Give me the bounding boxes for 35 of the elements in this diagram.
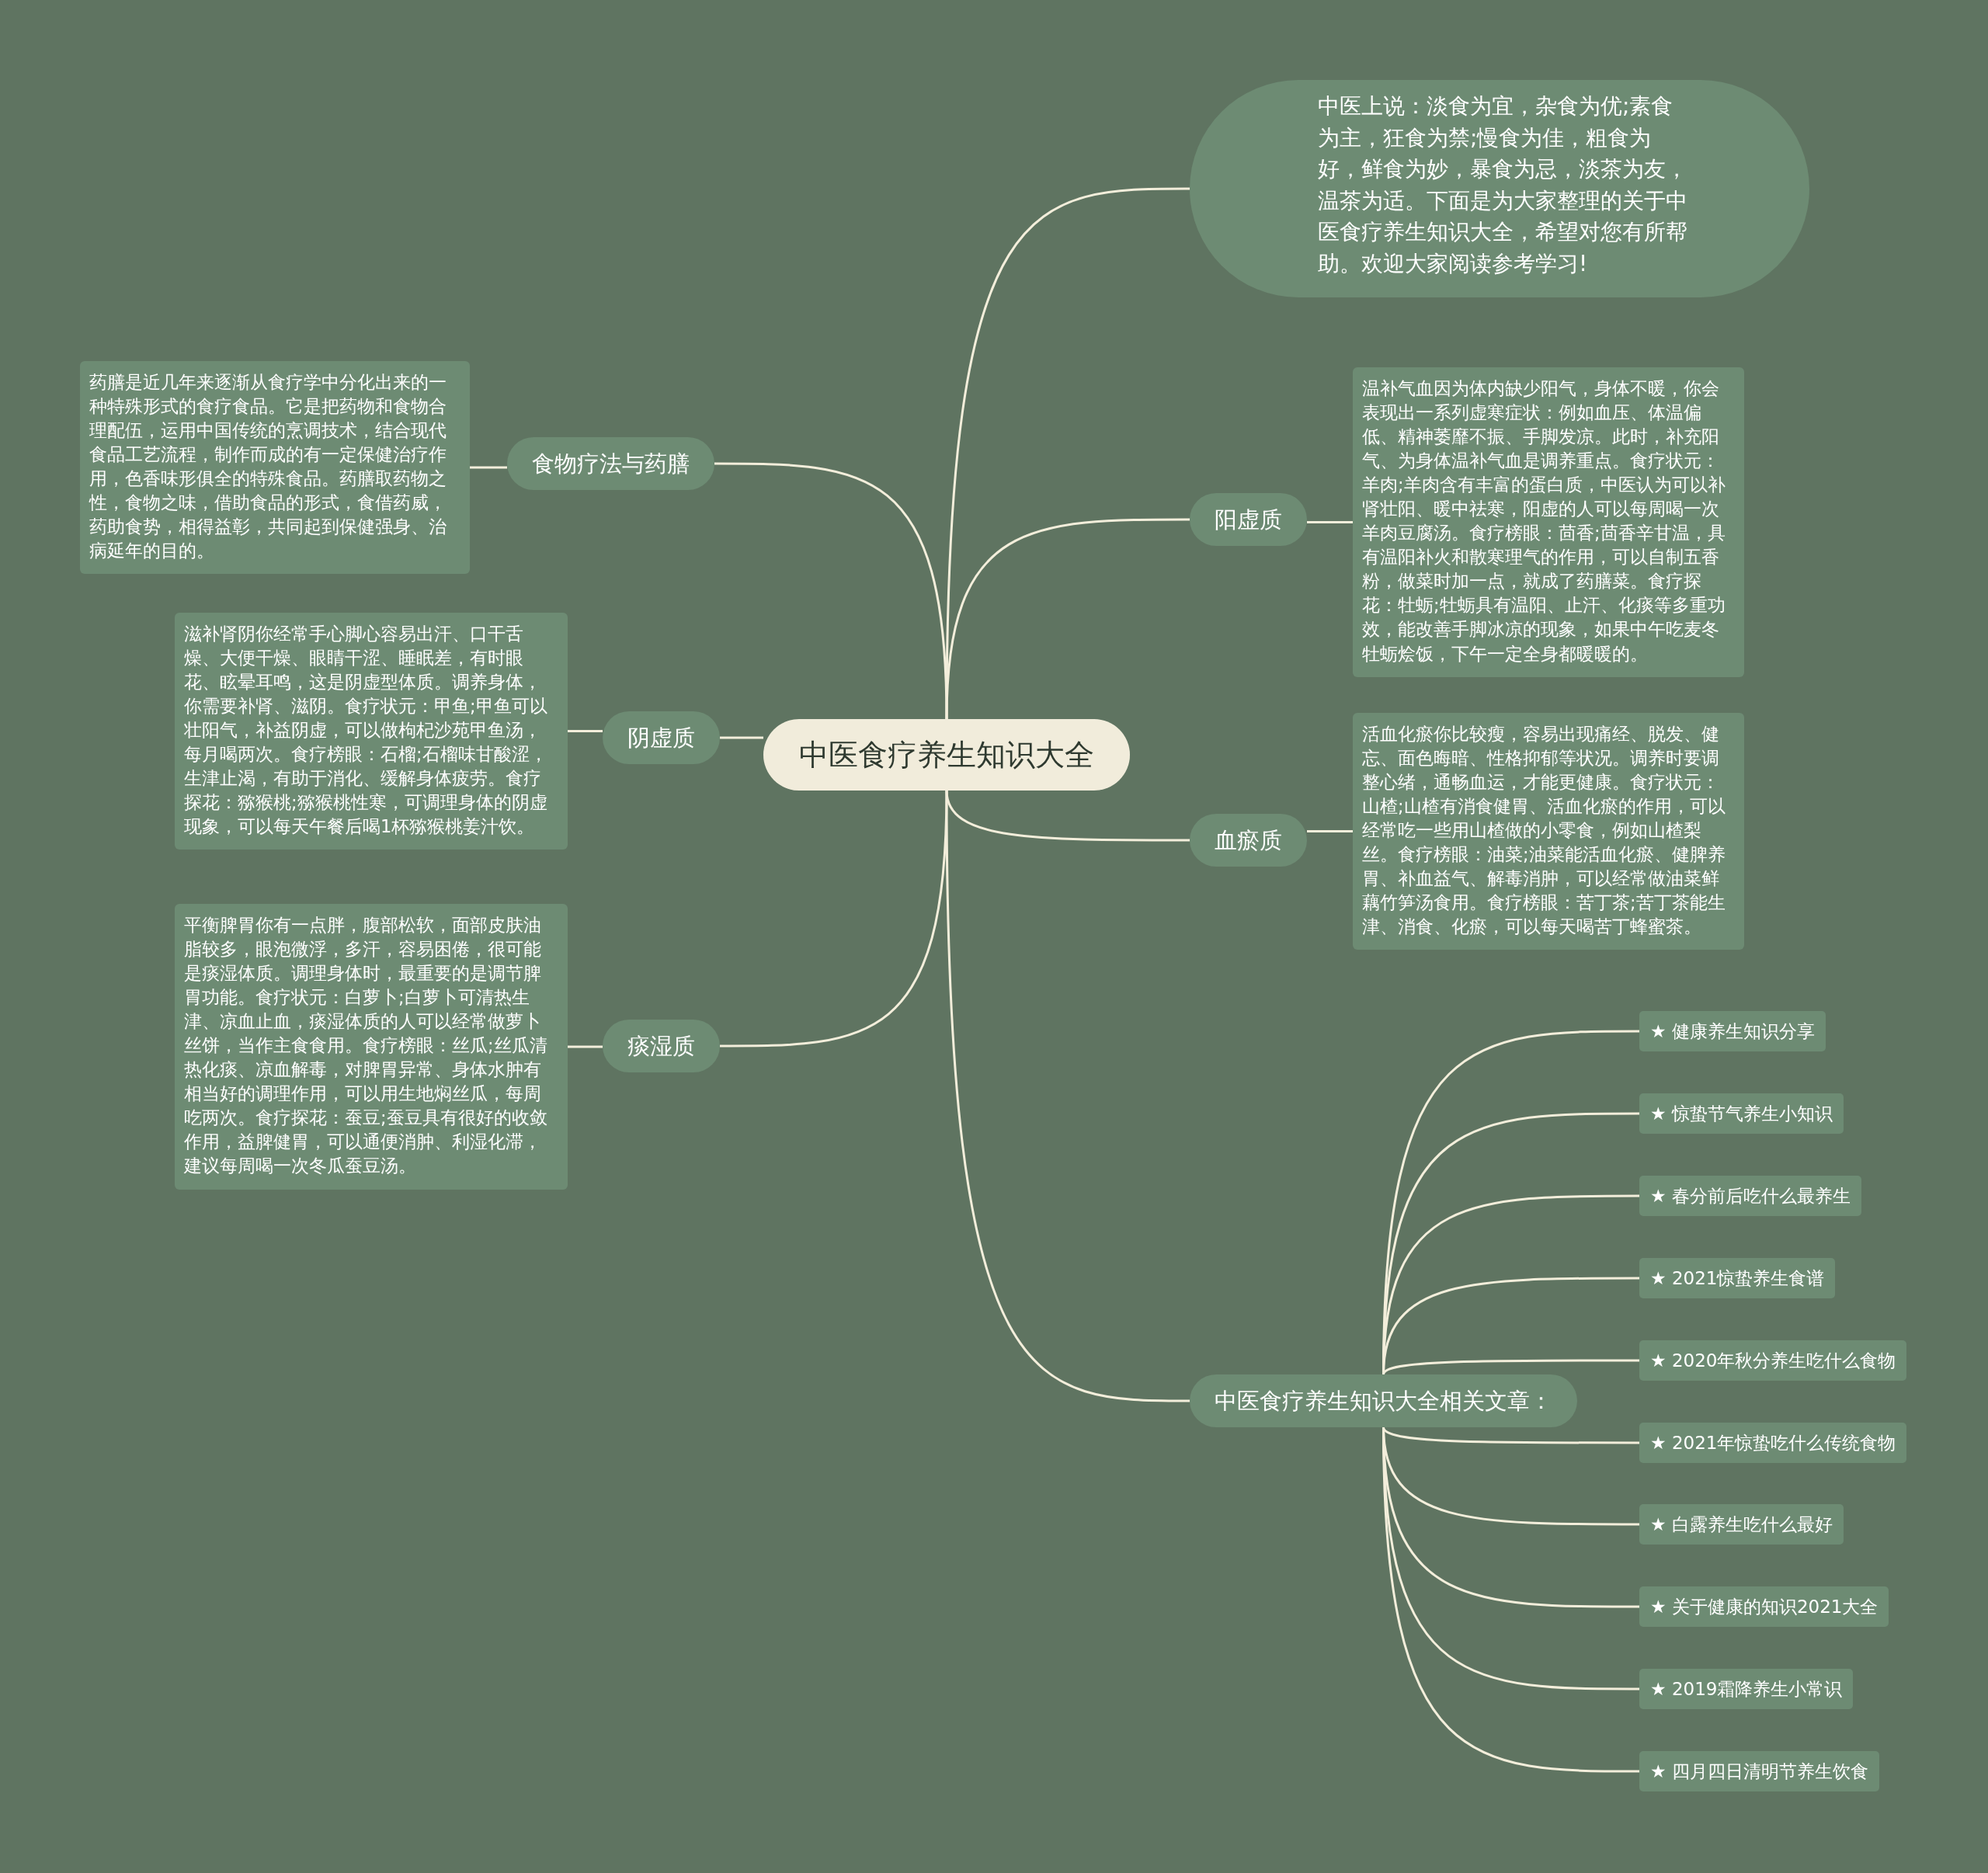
central-topic: 中医食疗养生知识大全 xyxy=(763,719,1130,791)
connector-line xyxy=(470,466,507,469)
note-card: 药膳是近几年来逐渐从食疗学中分化出来的一种特殊形式的食疗食品。它是把药物和食物合理配伍，运用中国传统的烹调技术，结合现代食品工艺流程，制作而成的有一定保健治疗作用，色香味形俱全的特殊食品。药膳取药物之性，食物之味，借助食品的形式，食借药威，药助食势，相得益彰，共同起到保健强身、治病延年的目的。 xyxy=(80,361,470,575)
connector-line xyxy=(720,736,763,739)
connector-line xyxy=(568,730,603,732)
connector-line xyxy=(1307,521,1353,523)
topic-pill: 痰湿质 xyxy=(603,1020,720,1072)
article-item: ★ 2020年秋分养生吃什么食物 xyxy=(1639,1340,1907,1381)
article-item: ★ 健康养生知识分享 xyxy=(1639,1011,1826,1051)
note-card: 滋补肾阴你经常手心脚心容易出汗、口干舌燥、大便干燥、眼睛干涩、睡眠差，有时眼花、眩晕耳鸣，这是阴虚型体质。调养身体，你需要补肾、滋阴。食疗状元：甲鱼;甲鱼可以壮阳气，补益阴虚，可以做枸杞沙苑甲鱼汤，每月喝两次。食疗榜眼：石榴;石榴味甘酸涩，生津止渴，有助于消化、缓解身体疲劳。食疗探花：猕猴桃;猕猴桃性寒，可调理身体的阴虚现象，可以每天午餐后喝1杯猕猴桃姜汁饮。 xyxy=(175,613,568,850)
article-item: ★ 春分前后吃什么最养生 xyxy=(1639,1176,1861,1216)
topic-pill: 阴虚质 xyxy=(603,711,720,764)
connector-line xyxy=(1382,1359,1639,1375)
article-item: ★ 2019霜降养生小常识 xyxy=(1639,1669,1854,1709)
connector-line xyxy=(945,791,1190,1402)
article-item: ★ 四月四日清明节养生饮食 xyxy=(1639,1751,1879,1791)
connector-line xyxy=(720,790,948,1048)
note-card: 活血化瘀你比较瘦，容易出现痛经、脱发、健忘、面色晦暗、性格抑郁等状况。调养时要调整心绪，通畅血运，才能更健康。食疗状元：山楂;山楂有消食健胃、活血化瘀的作用，可以经常吃一些用山楂做的小零食，例如山楂梨丝。食疗榜眼：油菜;油菜能活血化瘀、健脾养胃、补血益气、解毒消肿，可以经常做油菜鲜藕竹笋汤食用。食疗榜眼：苦丁茶;苦丁茶能生津、消食、化瘀，可以每天喝苦丁蜂蜜茶。 xyxy=(1353,713,1744,950)
connector-line xyxy=(1307,830,1353,832)
article-item: ★ 惊蛰节气养生小知识 xyxy=(1639,1093,1844,1134)
topic-pill: 阳虚质 xyxy=(1190,493,1307,546)
intro-bubble: 中医上说：淡食为宜，杂食为优;素食为主，狂食为禁;慢食为佳，粗食为好，鲜食为妙，暴食为忌，淡茶为友，温茶为适。下面是为大家整理的关于中医食疗养生知识大全，希望对您有所帮助。欢迎大家阅读参考学习! xyxy=(1190,80,1809,297)
topic-pill: 血瘀质 xyxy=(1190,814,1307,867)
note-card: 温补气血因为体内缺少阳气，身体不暖，你会表现出一系列虚寒症状：例如血压、体温偏低、精神萎靡不振、手脚发凉。此时，补充阳气、为身体温补气血是调养重点。食疗状元：羊肉;羊肉含有丰富的蛋白质，中医认为可以补肾壮阳、暖中祛寒，阳虚的人可以每周喝一次羊肉豆腐汤。食疗榜眼：茴香;茴香辛甘温，具有温阳补火和散寒理气的作用，可以自制五香粉，做菜时加一点，就成了药膳菜。食疗探花：牡蛎;牡蛎具有温阳、止汗、化痰等多重功效，能改善手脚冰凉的现象，如果中午吃麦冬牡蛎烩饭，下午一定全身都暖暖的。 xyxy=(1353,367,1744,677)
connector-line xyxy=(568,1045,603,1048)
connector-line xyxy=(1382,1426,1639,1444)
connector-line xyxy=(714,462,948,720)
article-item: ★ 2021年惊蛰吃什么传统食物 xyxy=(1639,1423,1907,1463)
topic-pill: 中医食疗养生知识大全相关文章： xyxy=(1190,1374,1577,1427)
connector-line xyxy=(945,518,1190,720)
article-item: ★ 白露养生吃什么最好 xyxy=(1639,1504,1844,1545)
topic-pill: 食物疗法与药膳 xyxy=(507,437,714,490)
article-item: ★ 关于健康的知识2021大全 xyxy=(1639,1586,1889,1627)
article-item: ★ 2021惊蛰养生食谱 xyxy=(1639,1258,1836,1298)
note-card: 平衡脾胃你有一点胖，腹部松软，面部皮肤油脂较多，眼泡微浮，多汗，容易困倦，很可能是痰湿体质。调理身体时，最重要的是调节脾胃功能。食疗状元：白萝卜;白萝卜可清热生津、凉血止血，痰湿体质的人可以经常做萝卜丝饼，当作主食食用。食疗榜眼：丝瓜;丝瓜清热化痰、凉血解毒，对脾胃异常、身体水肿有相当好的调理作用，可以用生地焖丝瓜，每周吃两次。食疗探花：蚕豆;蚕豆具有很好的收敛作用，益脾健胃，可以通便消肿、利湿化滞，建议每周喝一次冬瓜蚕豆汤。 xyxy=(175,904,568,1190)
